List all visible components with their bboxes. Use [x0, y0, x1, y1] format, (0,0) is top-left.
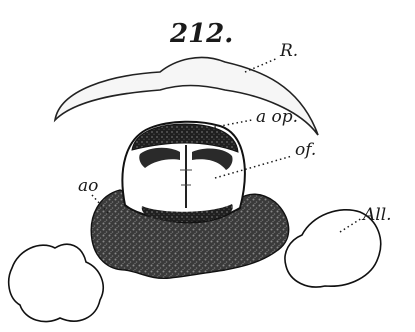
label-a-op: a op.: [256, 107, 298, 127]
label-ao: ao: [78, 176, 98, 196]
central-body: [91, 122, 288, 279]
leader-r: [245, 58, 278, 72]
label-of: of.: [295, 140, 316, 160]
left-lobe: [9, 244, 103, 321]
label-all: All.: [361, 205, 392, 225]
figure-number: 212.: [169, 19, 233, 49]
label-r: R.: [279, 41, 298, 61]
